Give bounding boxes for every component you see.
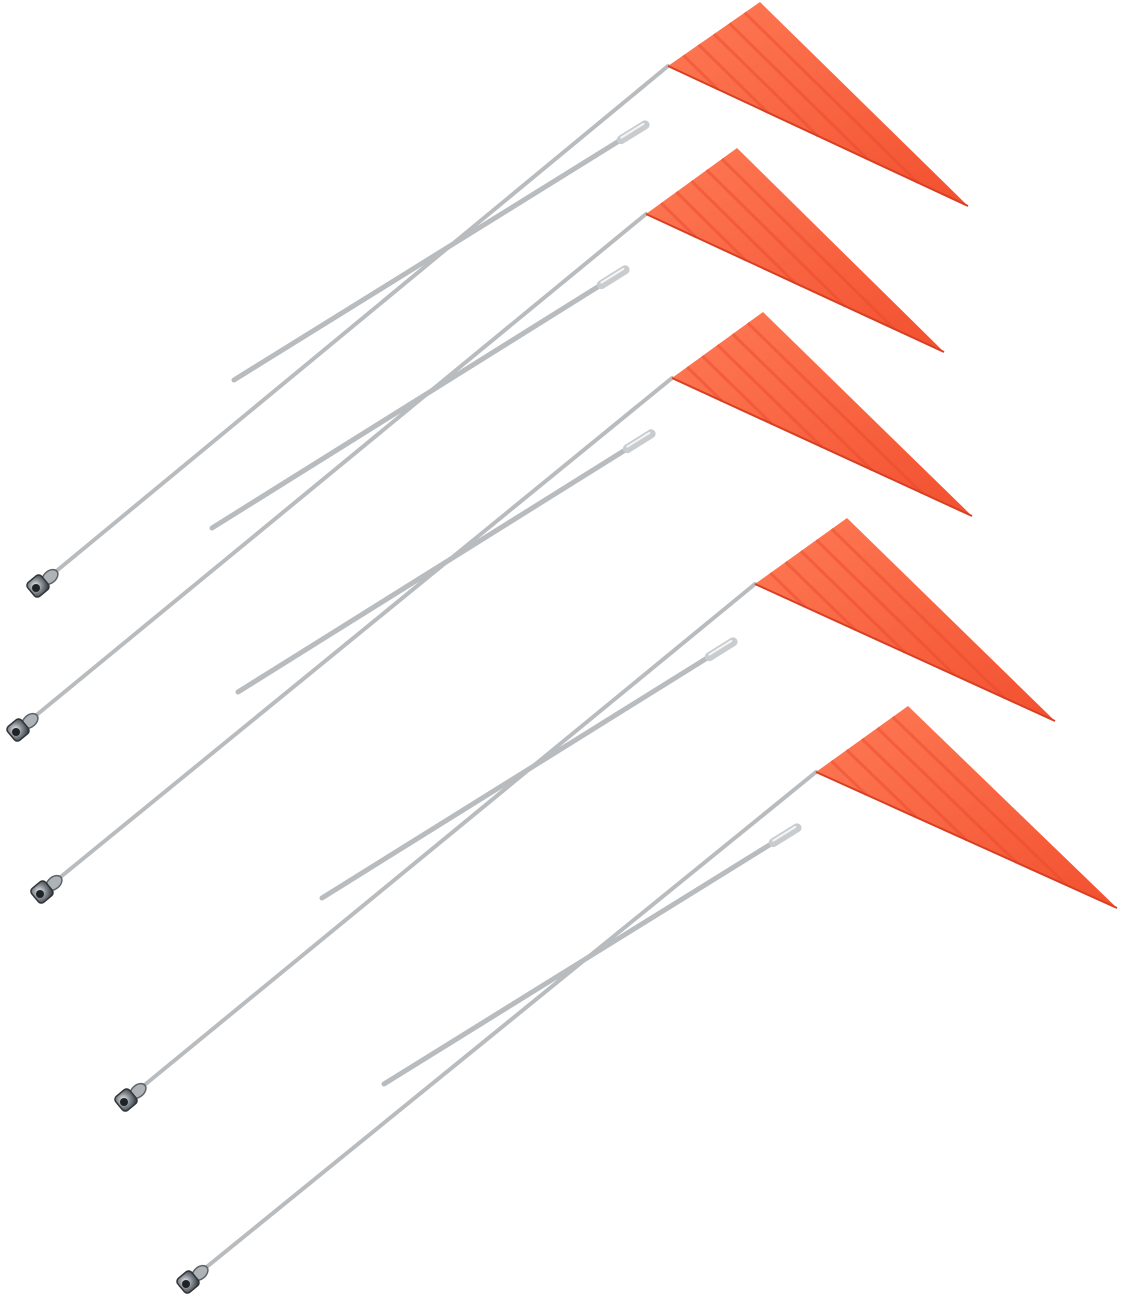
nut-bore [36, 890, 44, 898]
flag-hem [671, 377, 973, 517]
flag-wrinkle [845, 748, 918, 819]
flag-set-2 [6, 148, 945, 742]
ferrule-connector [596, 265, 630, 290]
ferrule-highlight [708, 639, 733, 656]
pennant-flag [816, 706, 1117, 908]
nut-bore [32, 584, 40, 592]
ferrule-connector [704, 637, 738, 662]
flag-wrinkle [720, 157, 896, 331]
flag-wrinkle [731, 332, 874, 472]
ferrule-connector [622, 429, 656, 454]
flag-set-3 [30, 312, 973, 904]
pennant-flag [755, 518, 1055, 721]
flag-wrinkle [830, 759, 868, 796]
flag-wrinkle [876, 726, 1018, 864]
flag-set-5 [176, 706, 1118, 1294]
flag-hem [667, 65, 969, 207]
flag-wrinkle [712, 32, 820, 138]
ferrule-highlight [600, 267, 625, 284]
nut-bore [12, 728, 20, 736]
flag-wrinkle [675, 190, 747, 262]
ferrule-connector [768, 823, 802, 848]
flag-wrinkle [690, 179, 797, 285]
flag-wrinkle [743, 11, 920, 184]
flag-wrinkle [660, 201, 697, 239]
flag-rod [50, 376, 674, 886]
flag-wrinkle [716, 343, 824, 449]
nut-bore [120, 1098, 128, 1106]
flag-wrinkle [769, 571, 807, 608]
flag-wrinkle [697, 43, 770, 114]
pennant-flag [668, 2, 968, 206]
flag-rod [134, 582, 757, 1094]
pennant-flag [672, 312, 972, 516]
flag-wrinkle [891, 715, 1068, 887]
ferrule-highlight [626, 431, 651, 448]
flag-wrinkle [686, 365, 724, 403]
flag-wrinkle [860, 737, 968, 842]
ferrule-highlight [620, 122, 645, 139]
flag-hem [645, 213, 945, 353]
flag-rod [196, 770, 818, 1276]
pennant-flag [646, 148, 944, 352]
flag-wrinkle [705, 168, 846, 308]
flag-wrinkle [701, 354, 774, 426]
ferrule-highlight [772, 825, 797, 842]
flag-wrinkle [746, 321, 924, 495]
nut-bore [182, 1280, 190, 1288]
rod-segment [231, 125, 643, 383]
flag-rod [46, 64, 670, 580]
flag-wrinkle [799, 549, 907, 654]
flag-wrinkle [682, 54, 720, 91]
flag-rod [26, 212, 648, 724]
flag-set-1 [26, 2, 969, 598]
flag-hem [754, 583, 1056, 722]
flag-set-4 [114, 518, 1056, 1112]
flag-wrinkle [784, 560, 857, 631]
flag-wrinkle [728, 22, 870, 161]
ferrule-connector [616, 120, 650, 145]
flag-hem [815, 771, 1118, 909]
flag-wrinkle [815, 538, 957, 677]
flag-wrinkle [830, 527, 1007, 700]
